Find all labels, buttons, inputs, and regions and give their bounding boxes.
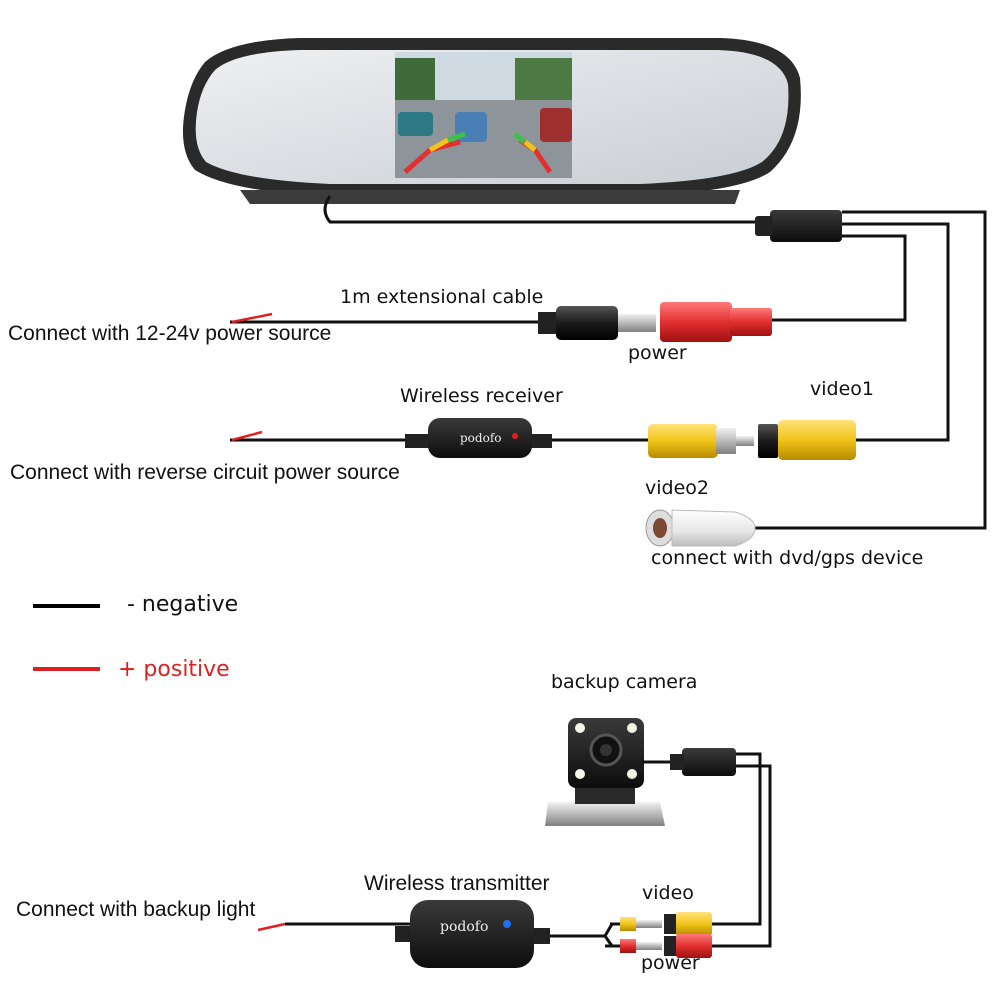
power-label-bottom: power [641, 952, 700, 974]
camera-wiring [285, 752, 772, 948]
camera-cable-plug-icon [670, 748, 736, 776]
parking-screen-icon [395, 52, 572, 178]
backup-camera-label: backup camera [551, 671, 698, 693]
rca-video-small-icon [620, 912, 712, 936]
rca-video2-plug-icon [648, 424, 754, 458]
video1-label: video1 [810, 378, 874, 400]
extension-cable-label: 1m extensional cable [340, 286, 544, 308]
wireless-receiver-label: Wireless receiver [400, 385, 563, 407]
power-source-label: Connect with 12-24v power source [8, 322, 332, 345]
legend-swatches [33, 604, 100, 671]
rca-power-small-icon [620, 934, 712, 958]
power-connector-icon [660, 302, 772, 342]
top-wiring [230, 195, 987, 530]
video2-label: video2 [645, 477, 709, 499]
dvd-gps-label: connect with dvd/gps device [651, 547, 924, 569]
power-label-top: power [628, 342, 687, 364]
transmitter-brand: podofo [440, 919, 488, 935]
reverse-source-label: Connect with reverse circuit power sourc… [10, 461, 400, 484]
wireless-receiver-icon [405, 418, 552, 458]
video-label-bottom: video [642, 882, 694, 904]
positive-wire-tips [231, 312, 286, 932]
receiver-brand: podofo [460, 431, 501, 445]
rca-dvd-jack-icon [645, 509, 756, 547]
rca-video1-jack-icon [758, 420, 856, 460]
wireless-transmitter-label: Wireless transmitter [364, 872, 550, 895]
splitter-plug-icon [755, 210, 842, 242]
backup-camera-icon [545, 718, 665, 826]
legend-positive-label: + positive [118, 657, 230, 682]
backup-light-label: Connect with backup light [16, 898, 256, 921]
wireless-transmitter-icon [395, 900, 550, 968]
legend-negative-label: - negative [127, 592, 239, 617]
dc-plug-icon [538, 306, 656, 340]
